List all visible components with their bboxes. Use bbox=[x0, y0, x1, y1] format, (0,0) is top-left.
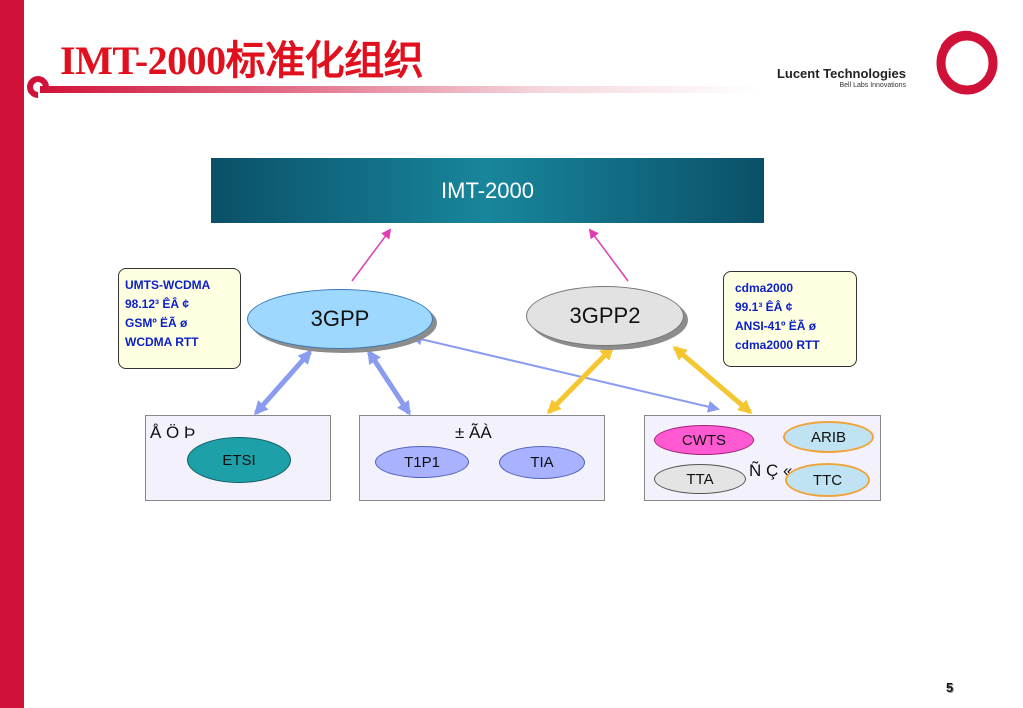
header-divider bbox=[40, 86, 760, 93]
3gpp2-note-line-2: 99.1³ ÊÂ ¢ bbox=[735, 300, 793, 314]
org-etsi: ETSI bbox=[187, 437, 291, 483]
org-tia-label: TIA bbox=[530, 454, 554, 471]
3gpp-note-line-3: GSMº ËÃ ø bbox=[125, 316, 188, 330]
page-number: 5 bbox=[946, 680, 954, 695]
arrow-3gpp-to-imt bbox=[351, 228, 392, 282]
arrow-3gpp-na bbox=[366, 349, 412, 416]
3gpp-note: UMTS-WCDMA 98.12³ ÊÂ ¢ GSMº ËÃ ø WCDMA R… bbox=[118, 268, 241, 369]
3gpp-note-line-2: 98.12³ ÊÂ ¢ bbox=[125, 297, 190, 311]
3gpp2-note: cdma2000 99.1³ ÊÂ ¢ ANSI-41º ËÃ ø cdma20… bbox=[723, 271, 857, 367]
imt2000-box: IMT-2000 bbox=[211, 158, 764, 223]
arrow-3gpp2-na bbox=[546, 345, 615, 415]
3gpp2-note-line-1: cdma2000 bbox=[735, 281, 794, 295]
arrow-3gpp2-to-imt bbox=[588, 228, 629, 282]
3gpp2-label: 3GPP2 bbox=[569, 303, 641, 328]
arrow-3gpp2-asia bbox=[672, 346, 753, 414]
3gpp-note-line-1: UMTS-WCDMA bbox=[125, 278, 211, 292]
3gpp-node: 3GPP bbox=[247, 289, 433, 349]
slide-title: IMT-2000标准化组织 bbox=[60, 38, 424, 83]
region-asia-label: Ñ Ç « bbox=[749, 461, 793, 480]
org-t1p1-label: T1P1 bbox=[404, 453, 440, 471]
org-arib-label: ARIB bbox=[810, 428, 846, 446]
region-north-america-label: ± ÃÀ bbox=[455, 423, 492, 442]
company-logo-text: Lucent Technologies Bell Labs Innovation… bbox=[766, 66, 906, 89]
org-etsi-label: ETSI bbox=[222, 451, 256, 469]
org-tta: TTA bbox=[654, 464, 746, 494]
org-ttc-label: TTC bbox=[812, 471, 843, 489]
3gpp2-note-line-4: cdma2000 RTT bbox=[735, 338, 820, 352]
arrow-3gpp-etsi bbox=[254, 349, 312, 416]
3gpp-label: 3GPP bbox=[310, 306, 370, 331]
3gpp2-note-line-3: ANSI-41º ËÃ ø bbox=[735, 319, 817, 333]
org-tta-label: TTA bbox=[686, 470, 714, 488]
org-t1p1: T1P1 bbox=[375, 446, 469, 478]
logo-name: Lucent Technologies bbox=[776, 66, 906, 81]
imt2000-label: IMT-2000 bbox=[441, 177, 534, 203]
org-tia: TIA bbox=[499, 446, 585, 479]
org-cwts-label: CWTS bbox=[681, 431, 727, 449]
org-arib: ARIB bbox=[783, 421, 874, 453]
region-europe-label: Å Ö Þ bbox=[150, 423, 196, 442]
org-cwts: CWTS bbox=[654, 425, 754, 455]
logo-tagline: Bell Labs Innovations bbox=[839, 82, 906, 89]
org-ttc: TTC bbox=[785, 463, 870, 497]
3gpp-note-line-4: WCDMA RTT bbox=[125, 335, 199, 349]
3gpp2-node: 3GPP2 bbox=[526, 286, 684, 346]
innovation-ring-icon bbox=[936, 30, 998, 95]
accent-bar bbox=[0, 0, 24, 708]
